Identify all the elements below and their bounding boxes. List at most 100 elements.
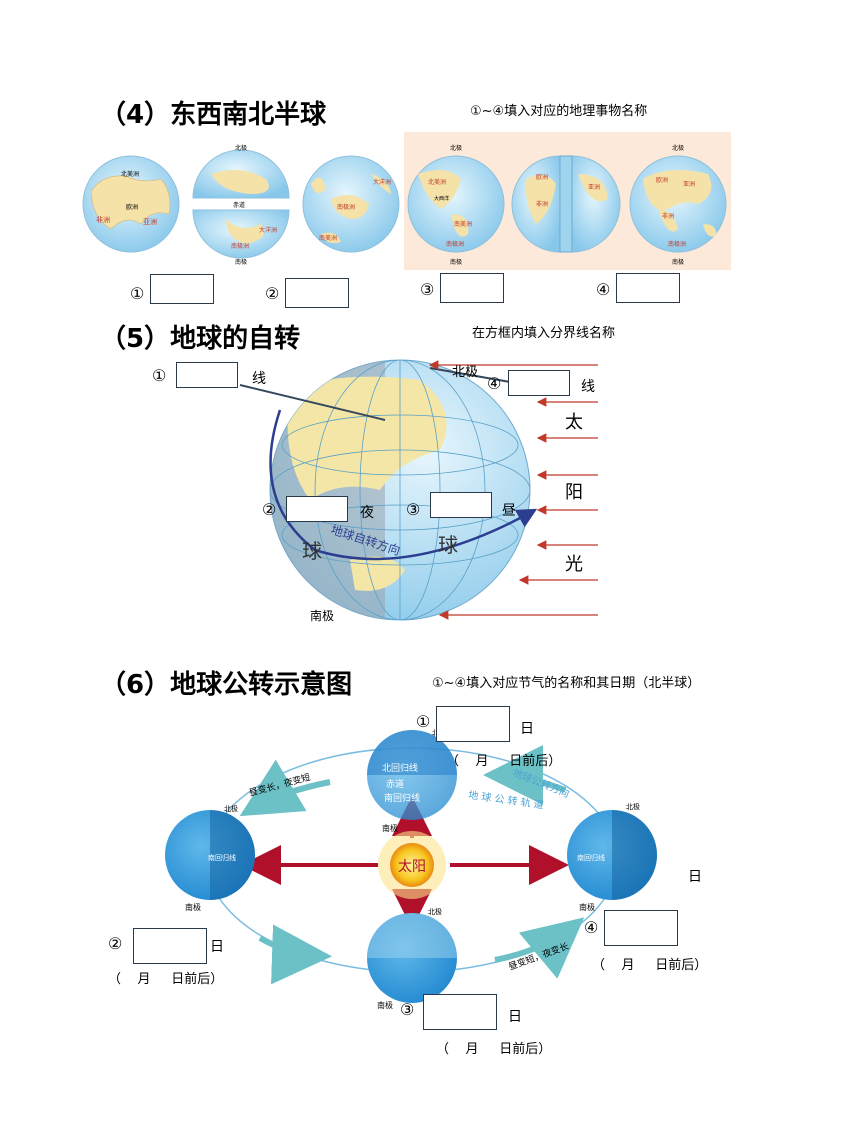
earth-top: 北回归线 赤道 南回归线 北极 南极: [367, 728, 457, 833]
s5-answer-box-3[interactable]: [430, 492, 492, 518]
g4-antarctica: 南极洲: [446, 240, 464, 248]
left-label: 南回归线: [208, 853, 236, 862]
g2-antarctica: 南极洲: [231, 242, 249, 250]
section5-title: （5）地球的自转: [100, 324, 301, 354]
rot-north-pole: 北极: [452, 365, 478, 380]
s5-day-label: 昼: [502, 503, 516, 519]
g4-south-pole: 南极: [450, 258, 462, 266]
s6-marker-3: ③: [400, 1000, 415, 1019]
s4-answer-box-1[interactable]: [150, 274, 214, 304]
g4-sea: 大西洋: [434, 195, 449, 202]
top-equator: 赤道: [386, 778, 404, 790]
g5-africa: 非洲: [536, 200, 548, 208]
g1-europe: 欧洲: [126, 203, 138, 211]
g1-asia: 亚洲: [143, 218, 157, 226]
s6-answer-box-1[interactable]: [436, 706, 510, 742]
sunlight-char-2: 阳: [565, 482, 583, 503]
right-south-pole: 南极: [579, 902, 595, 912]
orbit-track: 地 球 公 转 轨 道: [468, 788, 545, 811]
g4-north-pole: 北极: [450, 144, 462, 152]
section6-instruction: ①~④填入对应节气的名称和其日期（北半球）: [432, 676, 701, 691]
sun-label: 太阳: [398, 859, 426, 875]
section4-instruction: ①~④填入对应的地理事物名称: [470, 104, 648, 119]
s6-marker-1: ①: [416, 712, 431, 731]
bottom-north-pole: 北极: [428, 907, 442, 916]
rot-ball-right: 球: [438, 533, 458, 557]
g6-south-pole: 南极: [672, 258, 684, 266]
s4-marker-1: ①: [130, 284, 145, 303]
g6-africa: 非洲: [662, 212, 674, 220]
top-south-pole: 南极: [382, 823, 398, 833]
s6-marker-2: ②: [108, 934, 123, 953]
globe-split-meridian: 欧洲 非洲 亚洲: [511, 155, 621, 253]
top-tropic-cancer: 北回归线: [382, 762, 418, 774]
right-label: 南回归线: [577, 853, 605, 862]
bottom-south-pole: 南极: [377, 1000, 393, 1010]
top-tropic-capricorn: 南回归线: [384, 792, 420, 804]
earth-rotation-diagram: 北极 南极 球 球 地球自转方向 太 阳 光: [239, 359, 598, 623]
globe-north-hemisphere: 北美洲 亚洲 非洲 欧洲: [82, 155, 180, 253]
g4-sa: 南美洲: [454, 220, 472, 228]
s6-answer-box-3[interactable]: [423, 994, 497, 1030]
sunlight-char-3: 光: [565, 554, 583, 575]
s5-line-label-4: 线: [581, 379, 595, 395]
g6-europe: 欧洲: [656, 176, 668, 184]
s6-day-label-4: 日: [688, 869, 702, 885]
rot-ball-left: 球: [302, 539, 322, 563]
s5-marker-3: ③: [406, 500, 421, 519]
sunlight-char-1: 太: [565, 412, 583, 433]
earth-left: 南回归线 北极 南极: [165, 804, 255, 912]
s6-date-hint-3: （ 月 日前后）: [436, 1042, 552, 1057]
s5-answer-box-4[interactable]: [508, 370, 570, 396]
s4-answer-box-3[interactable]: [440, 273, 504, 303]
g3-antarctica: 南极洲: [337, 203, 355, 211]
earth-bottom: 北极 南极: [367, 907, 457, 1010]
s6-answer-box-4[interactable]: [604, 910, 678, 946]
s5-marker-2: ②: [262, 500, 277, 519]
left-south-pole: 南极: [185, 902, 201, 912]
s6-day-label-3: 日: [508, 1009, 522, 1025]
g1-na: 北美洲: [121, 170, 139, 178]
s6-answer-box-2[interactable]: [133, 928, 207, 964]
s6-marker-4: ④: [584, 918, 599, 937]
g2-equator: 赤道: [233, 201, 245, 209]
s6-date-hint-4: （ 月 日前后）: [592, 958, 708, 973]
left-north-pole: 北极: [224, 804, 238, 813]
s6-date-hint-2: （ 月 日前后）: [108, 972, 224, 987]
g5-asia: 亚洲: [588, 184, 600, 191]
s4-answer-box-2[interactable]: [285, 278, 349, 308]
hemisphere-globes: 北美洲 亚洲 非洲 欧洲 北极 赤道 南极洲 南极 大洋洲 南极洲 大洋洲 南美…: [82, 144, 727, 266]
s6-date-hint-1: （ 月 日前后）: [446, 754, 562, 769]
g5-europe: 欧洲: [536, 173, 548, 181]
globe-east-hemisphere: 北极 欧洲 亚洲 非洲 南极洲 南极: [629, 144, 727, 266]
g3-sa: 南美洲: [319, 234, 337, 242]
rot-south-pole: 南极: [310, 608, 334, 623]
section4-title: （4）东西南北半球: [100, 100, 327, 130]
s5-answer-box-2[interactable]: [286, 496, 348, 522]
g1-africa: 非洲: [96, 215, 110, 224]
g3-oceania: 大洋洲: [373, 178, 391, 186]
section6-title: （6）地球公转示意图: [100, 670, 353, 700]
globe-south-hemisphere: 南极洲 大洋洲 南美洲: [302, 155, 400, 253]
s4-marker-2: ②: [265, 284, 280, 303]
s6-day-label-1: 日: [520, 721, 534, 737]
s5-line-label-1: 线: [252, 371, 266, 387]
g2-north-pole: 北极: [235, 144, 247, 152]
g2-oceania: 大洋洲: [259, 226, 277, 234]
g6-antarctica: 南极洲: [668, 240, 686, 248]
s4-answer-box-4[interactable]: [616, 273, 680, 303]
s5-answer-box-1[interactable]: [176, 362, 238, 388]
g6-asia: 亚洲: [683, 181, 695, 188]
s4-marker-4: ④: [596, 280, 611, 299]
g4-na: 北美洲: [428, 178, 446, 186]
earth-right: 南回归线 北极 南极: [567, 802, 657, 912]
s5-marker-4: ④: [487, 374, 502, 393]
globe-west-hemisphere: 北极 北美洲 大西洋 南美洲 南极洲 南极: [407, 144, 505, 266]
g2-south-pole: 南极: [235, 258, 247, 266]
earth-revolution-diagram: 太阳 北回归线 赤道 南回归线 北极 南极 南回归线 北极 南极 南回归线 北极…: [165, 728, 657, 1010]
s6-day-label-2: 日: [210, 939, 224, 955]
s5-night-label: 夜: [360, 505, 374, 521]
g6-north-pole: 北极: [672, 144, 684, 152]
s4-marker-3: ③: [420, 280, 435, 299]
right-north-pole: 北极: [626, 802, 640, 811]
